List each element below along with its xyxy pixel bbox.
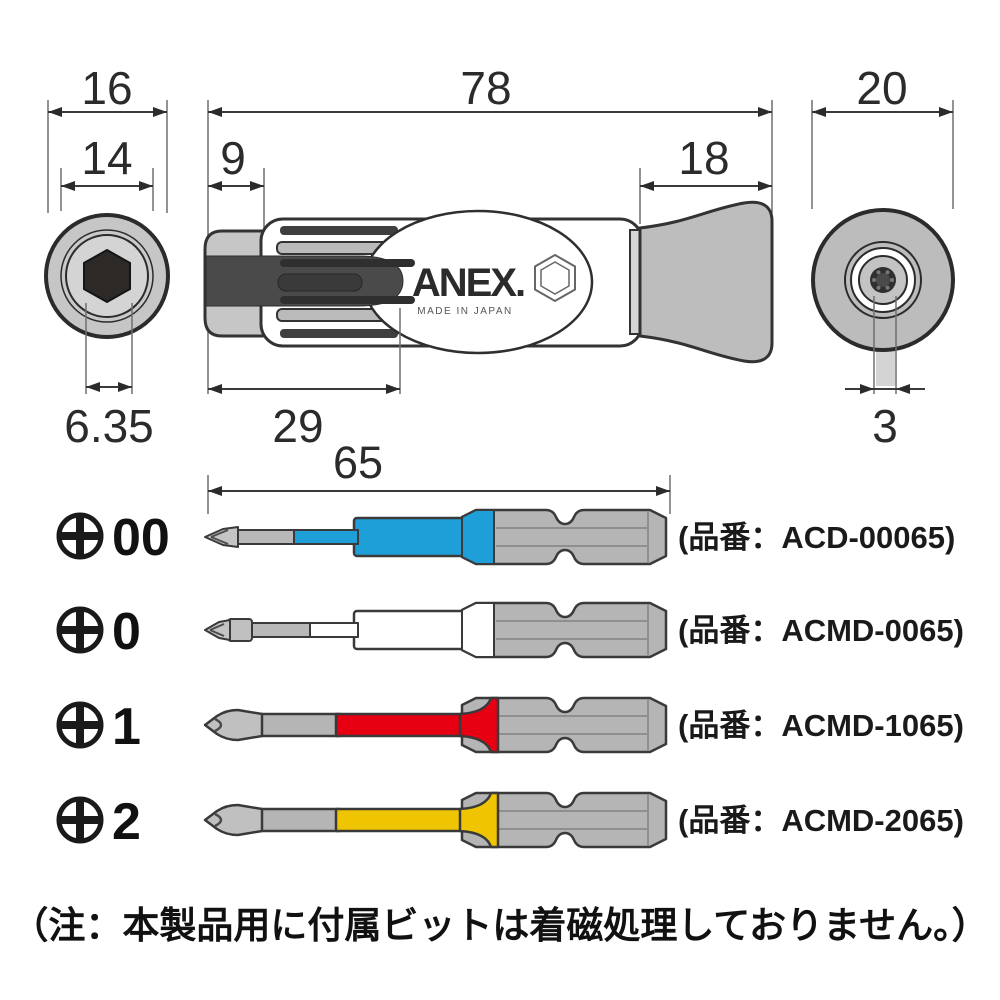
bit-shaft-color xyxy=(309,622,359,638)
grip-slot xyxy=(280,329,398,338)
dim-front-hex: 6.35 xyxy=(64,400,154,452)
pin-star-detail xyxy=(872,270,894,290)
bit-size-label: 2 xyxy=(112,793,141,851)
bit-row: 1 (品番：ACMD-1065) xyxy=(56,696,964,756)
side-view: 78 9 18 xyxy=(203,62,774,452)
brand-origin-text: MADE IN JAPAN xyxy=(417,306,512,317)
bit-flare xyxy=(458,791,500,849)
phillips-size-icon xyxy=(56,606,104,654)
bit-row: 00 (品番：ACD-00065) xyxy=(56,508,955,567)
bit-hex-chamfer xyxy=(461,509,495,565)
bit-drawing xyxy=(203,791,668,849)
phillips-size-icon xyxy=(56,701,104,749)
rear-view-drawing xyxy=(811,208,955,386)
dim-side-tip: 9 xyxy=(220,132,246,184)
end-cap xyxy=(638,200,774,364)
phillips-size-icon xyxy=(56,796,104,844)
bit-size-label: 00 xyxy=(112,509,170,567)
bit-drawing xyxy=(204,601,668,659)
bit-drawing xyxy=(203,696,668,754)
bit-shaft-color xyxy=(293,529,359,545)
bit-row: 2 (品番：ACMD-2065) xyxy=(56,791,964,851)
bit-part-number: (品番：ACMD-2065) xyxy=(678,803,964,838)
dim-front-outer: 16 xyxy=(81,62,132,114)
bit-shaft-color xyxy=(334,807,464,833)
chuck-slot xyxy=(280,296,415,304)
note-text: （注：本製品用に付属ビットは着磁処理しておりません。） xyxy=(11,905,988,946)
brand-hex-icon xyxy=(534,253,576,303)
rear-view: 20 3 xyxy=(811,62,955,452)
dim-rear-pin: 3 xyxy=(872,400,898,452)
dim-bit-length: 65 xyxy=(333,437,383,488)
bit-shaft-color xyxy=(334,712,464,738)
brand-logo-text: ANEX. xyxy=(412,261,524,305)
dim-side-cap: 18 xyxy=(678,132,729,184)
bit-size-label: 0 xyxy=(112,603,141,661)
bit-part-number: (品番：ACMD-0065) xyxy=(678,613,964,648)
dim-rear-outer: 20 xyxy=(856,62,907,114)
bit-part-number: (品番：ACD-00065) xyxy=(678,520,955,555)
bit-part-number: (品番：ACMD-1065) xyxy=(678,708,964,743)
bit-sleeve xyxy=(352,609,466,651)
bit-flare xyxy=(458,696,500,754)
front-view-drawing xyxy=(44,213,170,339)
bit-drawing xyxy=(204,508,668,566)
bit-row: 0 (品番：ACMD-0065) xyxy=(56,601,964,661)
chuck-slot xyxy=(280,259,415,267)
phillips-size-icon xyxy=(56,512,104,560)
driver-body-drawing: ANEX. MADE IN JAPAN xyxy=(203,200,774,364)
bit-sleeve xyxy=(352,516,466,558)
hex-socket xyxy=(83,248,131,304)
bit-size-label: 1 xyxy=(112,698,141,756)
dim-front-ring: 14 xyxy=(81,132,132,184)
dim-side-chuck: 29 xyxy=(272,400,323,452)
chuck-window xyxy=(277,273,363,292)
front-view: 16 14 6.35 xyxy=(44,62,170,452)
bit-hex-chamfer xyxy=(461,602,495,658)
dim-side-total: 78 xyxy=(460,62,511,114)
grip-slot xyxy=(280,226,398,235)
bits-section: 65 00 (品番：ACD-00065) xyxy=(56,437,964,851)
